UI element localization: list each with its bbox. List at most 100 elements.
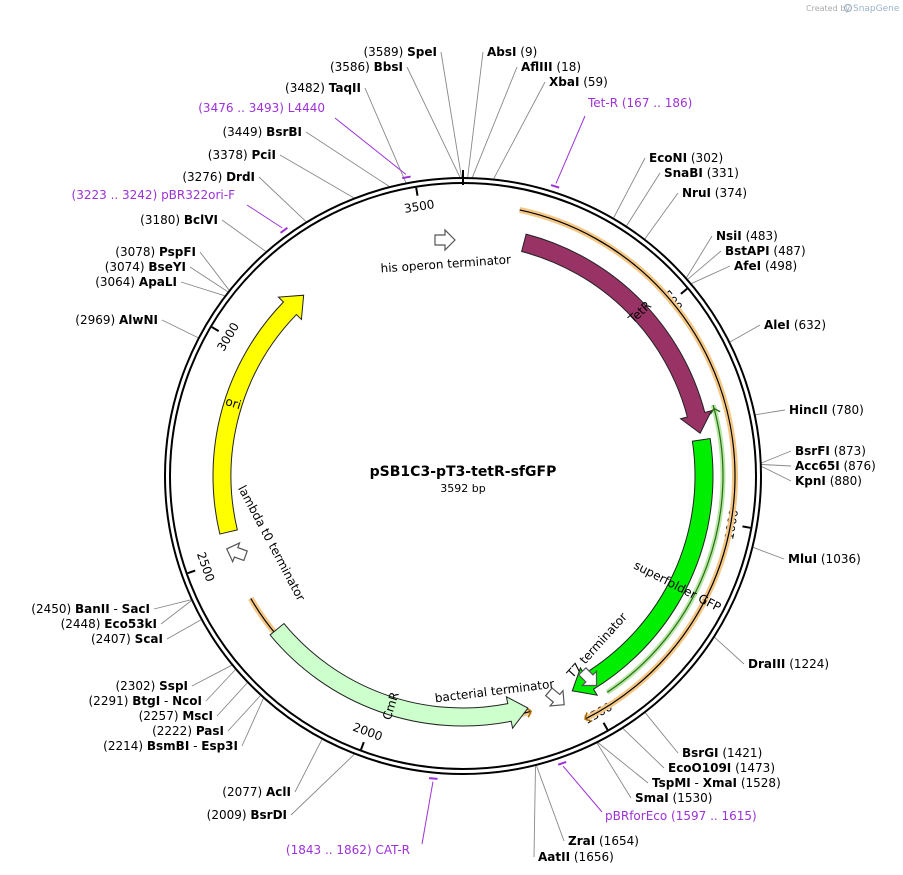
site-label-afei: AfeI (498): [734, 259, 797, 273]
site-name: MscI: [182, 709, 213, 723]
site-position: (2448): [61, 617, 105, 631]
site-leader: [471, 66, 518, 178]
site-leader: [597, 742, 649, 784]
primer-leader: [246, 204, 283, 229]
primer-name: Tet-R: [587, 96, 618, 110]
site-position: (2222): [152, 724, 196, 738]
primer-range: (167 .. 186): [618, 96, 692, 110]
site-name: KpnI: [795, 474, 826, 488]
site-name: ScaI: [135, 632, 163, 646]
primer-label-tet-r: Tet-R (167 .. 186): [587, 96, 692, 110]
site-position: (2214): [103, 739, 147, 753]
site-label-smai: SmaI (1530): [635, 791, 712, 805]
site-label-nsii: NsiI (483): [716, 229, 778, 243]
site-label-snabi: SnaBI (331): [664, 166, 739, 180]
site-label-mlui: MluI (1036): [788, 552, 861, 566]
site-leader: [191, 664, 232, 687]
site-leader: [199, 251, 230, 291]
site-position: (2291): [89, 694, 133, 708]
orf-arrowhead: [584, 712, 592, 723]
site-name: ApaLI: [139, 275, 177, 289]
snapgene-logo-text: SnapGene: [853, 4, 900, 14]
site-leader: [216, 682, 248, 717]
site-name: ZraI: [568, 834, 595, 848]
site-name: PspFI: [159, 245, 196, 259]
site-label-kpni: KpnI (880): [795, 474, 862, 488]
site-label-draiii: DraIII (1224): [748, 657, 829, 671]
site-leader: [205, 669, 236, 702]
site-label-hincii: HincII (780): [789, 403, 864, 417]
terminator-label-lambda: lambda t0 terminator: [235, 483, 308, 603]
site-name: BsrFI: [795, 444, 830, 458]
feature-sfgfp: [571, 437, 714, 696]
site-label-econi: EcoNI (302): [649, 151, 723, 165]
site-name: XbaI: [549, 75, 579, 89]
primer-label-pbr322ori-f: (3223 .. 3242) pBR322ori-F: [72, 188, 236, 202]
site-name: BbsI: [374, 60, 403, 74]
site-label-bclvi: (3180) BclVI: [140, 213, 218, 227]
site-label-pasi: (2222) PasI: [152, 724, 224, 738]
tick-mark: [360, 741, 365, 750]
site-position: (873): [830, 444, 866, 458]
site-leader: [686, 235, 713, 278]
site-name: HincII: [789, 403, 828, 417]
site-position: (59): [579, 75, 607, 89]
site-name: NcoI: [172, 694, 202, 708]
primer-mark: [279, 227, 289, 234]
site-label-bbsi: (3586) BbsI: [330, 60, 403, 74]
site-name: MluI: [788, 552, 817, 566]
site-label-xbai: XbaI (59): [549, 75, 608, 89]
site-leader: [305, 131, 390, 187]
site-label-alei: AleI (632): [764, 318, 826, 332]
tick-label: 2500: [194, 550, 217, 583]
site-leader: [161, 319, 199, 339]
site-label-pspfi: (3078) PspFI: [115, 245, 196, 259]
center-label: pSB1C3-pT3-tetR-sfGFP 3592 bp: [370, 464, 557, 495]
site-name: BstAPI: [725, 244, 770, 258]
primer-name: pBRforEco: [605, 809, 667, 823]
site-label-bsmbi-esp3i: (2214) BsmBI - Esp3I: [103, 739, 238, 753]
site-label-bsrbi: (3449) BsrBI: [222, 125, 302, 139]
site-name: XmaI: [703, 776, 737, 790]
feature-label-ori: ori: [224, 394, 243, 412]
primer-range: (3223 .. 3242): [72, 188, 162, 202]
site-name: Esp3I: [201, 739, 238, 753]
site-leader: [596, 742, 632, 799]
site-name: AbsI: [487, 45, 516, 59]
site-leader: [279, 154, 354, 199]
site-leaders: [153, 51, 792, 858]
site-name: SmaI: [635, 791, 669, 805]
credit: Created by SnapGene: [806, 3, 900, 14]
site-name: BtgI: [132, 694, 160, 708]
site-label-acli: (2077) AclI: [222, 785, 291, 799]
plasmid-length: 3592 bp: [440, 482, 485, 495]
site-position: (2257): [139, 709, 183, 723]
site-position: (1656): [570, 850, 614, 864]
site-position: (3276): [182, 170, 226, 184]
site-position: (374): [711, 186, 747, 200]
site-position: (1530): [669, 791, 713, 805]
site-leader: [536, 765, 565, 842]
site-name: SpeI: [407, 45, 437, 59]
primer-leader: [562, 765, 603, 813]
site-label-btgi-ncoi: (2291) BtgI - NcoI: [89, 694, 203, 708]
primer-label-cat-r: (1843 .. 1862) CAT-R: [286, 843, 410, 857]
terminator-label-his: his operon terminator: [380, 252, 511, 275]
site-label-afliii: AflIII (18): [521, 60, 581, 74]
site-name: Acc65I: [795, 459, 840, 473]
site-position: (3449): [222, 125, 266, 139]
site-leader: [221, 219, 266, 252]
tick-label: 2000: [351, 720, 385, 744]
site-name: Eco53kI: [104, 617, 157, 631]
site-leader: [180, 281, 225, 297]
tick-label: 3000: [214, 320, 242, 353]
primer-leader: [421, 781, 434, 845]
terminator-bact-icon: [544, 687, 565, 707]
site-position: (487): [770, 244, 806, 258]
site-name: NruI: [682, 186, 711, 200]
terminator-his-icon: [434, 228, 456, 252]
site-label-nrui: NruI (374): [682, 186, 747, 200]
site-leader: [227, 695, 261, 732]
site-label-absi: AbsI (9): [487, 45, 537, 59]
